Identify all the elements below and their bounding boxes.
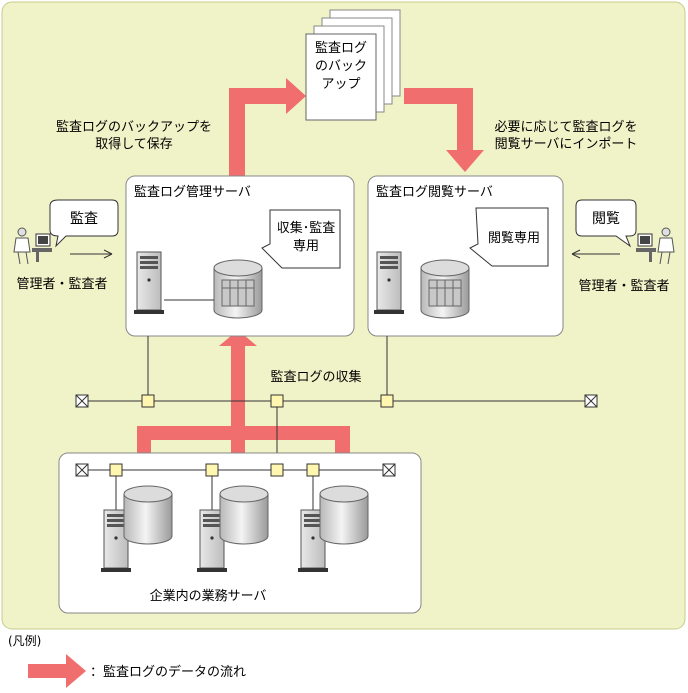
right-user: 閲覧 管理者・監査者 <box>571 199 675 294</box>
viewer-callout-line1: 閲覧専用 <box>488 230 540 246</box>
left-user-bubble-text: 監査 <box>70 210 98 227</box>
collection-flow-arrow <box>137 330 350 488</box>
viewer-server: 監査ログ閲覧サーバ 閲覧専用 <box>367 175 564 337</box>
network-terminator-right <box>584 394 598 408</box>
left-user: 監査 管理者・監査者 <box>13 199 119 292</box>
legend: (凡例) ：監査ログのデータの流れ <box>8 634 246 688</box>
business-server-3-db-icon <box>319 485 369 545</box>
management-server-title: 監査ログ管理サーバ <box>134 184 251 200</box>
management-server-tower-icon <box>133 251 165 315</box>
business-servers-label: 企業内の業務サーバ <box>150 588 267 604</box>
management-callout <box>261 209 341 269</box>
left-user-bubble <box>49 199 119 248</box>
legend-title: (凡例) <box>8 634 41 648</box>
network-node-viewer <box>380 394 394 408</box>
viewer-db-icon <box>420 259 470 319</box>
business-node-1 <box>109 463 123 477</box>
business-node-3 <box>306 463 320 477</box>
legend-item: ：監査ログのデータの流れ <box>90 664 246 680</box>
import-label-line1: 必要に応じて監査ログを <box>494 119 637 135</box>
network-terminator-left <box>75 394 89 408</box>
viewer-server-tower-icon <box>373 251 405 315</box>
import-flow-arrow <box>404 88 484 172</box>
right-user-bubble <box>575 199 637 248</box>
viewer-server-title: 監査ログ閲覧サーバ <box>376 184 493 200</box>
network-node-management <box>141 394 155 408</box>
right-user-bubble-text: 閲覧 <box>592 210 620 227</box>
business-servers: 企業内の業務サーバ <box>58 452 422 614</box>
business-terminator-left <box>75 463 89 477</box>
collect-label: 監査ログの収集 <box>270 369 361 385</box>
management-callout-line2: 専用 <box>293 239 319 254</box>
business-terminator-right <box>382 463 396 477</box>
log-document-stack: 監査ログ のバック アップ <box>305 9 401 121</box>
business-node-hub <box>270 463 284 477</box>
backup-label-line1: 監査ログのバックアップを <box>56 119 212 135</box>
business-server-2-db-icon <box>219 485 269 545</box>
doc-line-2: のバック <box>315 59 367 74</box>
backup-label-line2: 取得して保存 <box>95 136 173 152</box>
management-db-icon <box>213 259 263 319</box>
viewer-callout <box>469 207 549 267</box>
management-callout-line1: 収集･監査 <box>277 220 336 236</box>
data-flow-arrows <box>137 78 484 488</box>
doc-line-1: 監査ログ <box>315 40 367 56</box>
import-label-line2: 閲覧サーバにインポート <box>495 136 638 152</box>
doc-line-3: アップ <box>321 77 360 92</box>
business-server-1-db-icon <box>123 485 173 545</box>
legend-flow-arrow-icon <box>28 654 86 688</box>
management-server: 監査ログ管理サーバ 収集･監査 専用 <box>125 175 355 337</box>
network-node-business <box>270 394 284 408</box>
backup-flow-arrow <box>229 78 306 178</box>
left-user-role: 管理者・監査者 <box>16 276 107 292</box>
right-user-role: 管理者・監査者 <box>578 278 669 294</box>
business-node-2 <box>205 463 219 477</box>
